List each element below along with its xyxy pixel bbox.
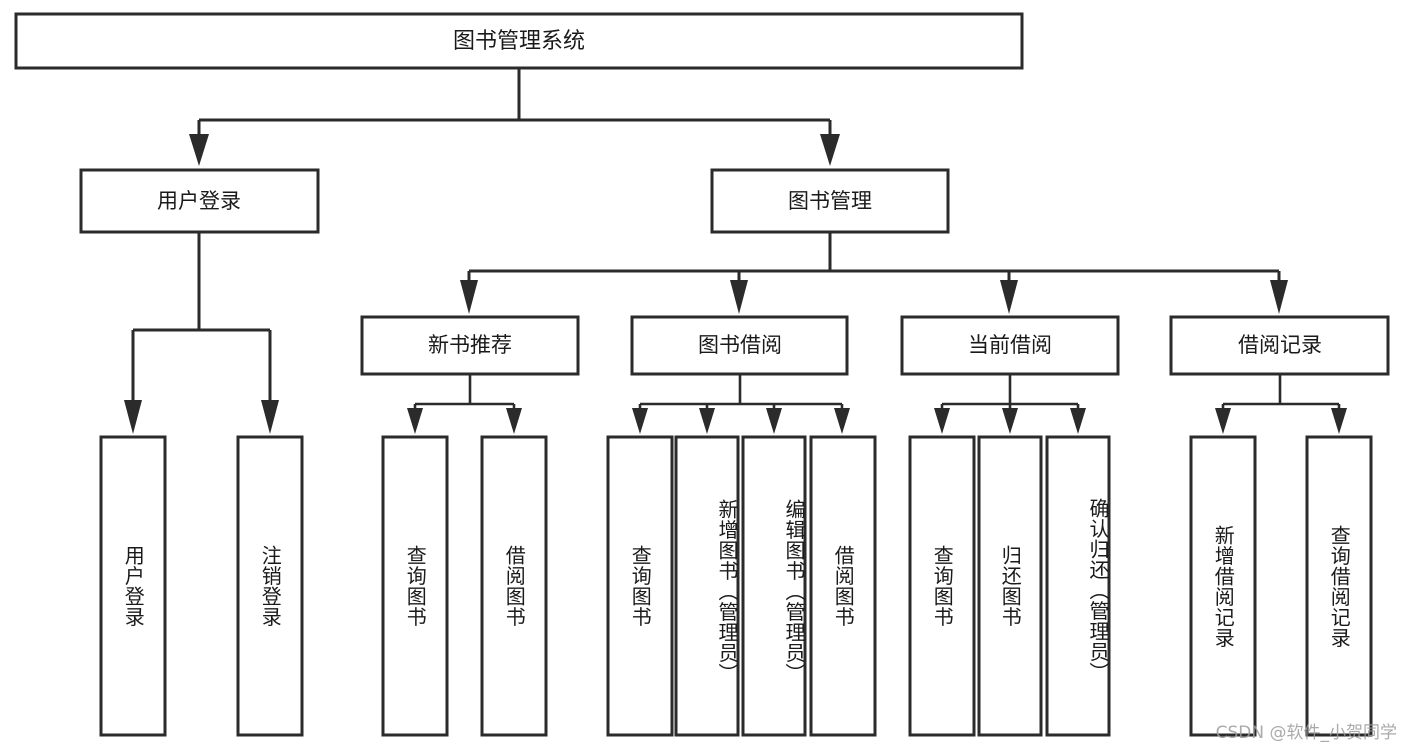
leaf-box-recommend-borrow[interactable] xyxy=(480,435,548,737)
node-borrow-record[interactable]: 借阅记录 xyxy=(1169,315,1390,376)
leaf-box-current-return[interactable] xyxy=(977,435,1043,737)
arrow-head-icon xyxy=(699,408,715,434)
leaf-box-borrow-lend[interactable] xyxy=(809,435,877,737)
root-label: 图书管理系统 xyxy=(453,29,585,54)
leaf-box-recommend-query[interactable] xyxy=(381,435,449,737)
arrow-head-icon xyxy=(407,408,423,434)
root-box[interactable] xyxy=(14,12,1024,70)
arrow-head-icon xyxy=(460,280,478,314)
level2-label-book-management: 图书管理 xyxy=(788,189,872,213)
connector-user-login-to-leaves xyxy=(124,232,279,434)
node-current-borrow[interactable]: 当前借阅 xyxy=(900,315,1120,376)
leaf-box-current-confirm[interactable] xyxy=(1045,435,1111,737)
connector-root-to-level2 xyxy=(189,68,840,166)
level2-box-user-login[interactable] xyxy=(79,168,320,234)
level3-box-new-book-recommend[interactable] xyxy=(360,315,580,376)
leaf-box-user-login-login[interactable] xyxy=(99,435,167,737)
arrow-head-icon xyxy=(730,280,748,314)
leaf-box-borrow-edit[interactable] xyxy=(741,435,807,737)
arrow-head-icon xyxy=(506,408,522,434)
connector-borrow-record-to-leaves xyxy=(1215,374,1347,434)
arrow-head-icon xyxy=(261,400,279,434)
level3-box-current-borrow[interactable] xyxy=(900,315,1120,376)
node-book-borrow[interactable]: 图书借阅 xyxy=(630,315,849,376)
arrow-head-icon xyxy=(766,408,782,434)
connector-new-book-recommend-to-leaves xyxy=(407,374,522,434)
level3-label-new-book-recommend: 新书推荐 xyxy=(428,333,512,357)
arrow-head-icon xyxy=(1215,408,1231,434)
leaf-box-borrow-query[interactable] xyxy=(606,435,674,737)
connector-book-borrow-to-leaves xyxy=(632,374,850,434)
connector-current-borrow-to-leaves xyxy=(934,374,1086,434)
leaf-box-record-query[interactable] xyxy=(1305,435,1373,737)
arrow-head-icon xyxy=(632,408,648,434)
leaf-box-current-query[interactable] xyxy=(908,435,976,737)
level3-label-current-borrow: 当前借阅 xyxy=(968,333,1052,357)
arrow-head-icon xyxy=(1002,408,1018,434)
connector-book-management-to-level3 xyxy=(460,232,1288,314)
arrow-head-icon xyxy=(124,400,142,434)
level2-label-user-login: 用户登录 xyxy=(157,189,241,213)
leaf-box-user-login-logout[interactable] xyxy=(236,435,304,737)
arrow-head-icon xyxy=(834,408,850,434)
arrow-head-icon xyxy=(1070,408,1086,434)
arrow-head-icon xyxy=(934,408,950,434)
level3-label-book-borrow: 图书借阅 xyxy=(698,333,782,357)
arrow-head-icon xyxy=(189,134,209,166)
leaf-box-record-add[interactable] xyxy=(1189,435,1257,737)
level3-label-borrow-record: 借阅记录 xyxy=(1238,333,1322,357)
watermark-text: CSDN @软件_小贺同学 xyxy=(1215,723,1397,743)
arrow-head-icon xyxy=(1270,280,1288,314)
arrow-head-icon xyxy=(1331,408,1347,434)
arrow-head-icon xyxy=(1000,280,1018,314)
node-root[interactable]: 图书管理系统 xyxy=(14,12,1024,70)
arrow-head-icon xyxy=(820,134,840,166)
leaf-box-borrow-add[interactable] xyxy=(674,435,740,737)
node-new-book-recommend[interactable]: 新书推荐 xyxy=(360,315,580,376)
node-book-management[interactable]: 图书管理 xyxy=(710,168,950,234)
node-user-login[interactable]: 用户登录 xyxy=(79,168,320,234)
